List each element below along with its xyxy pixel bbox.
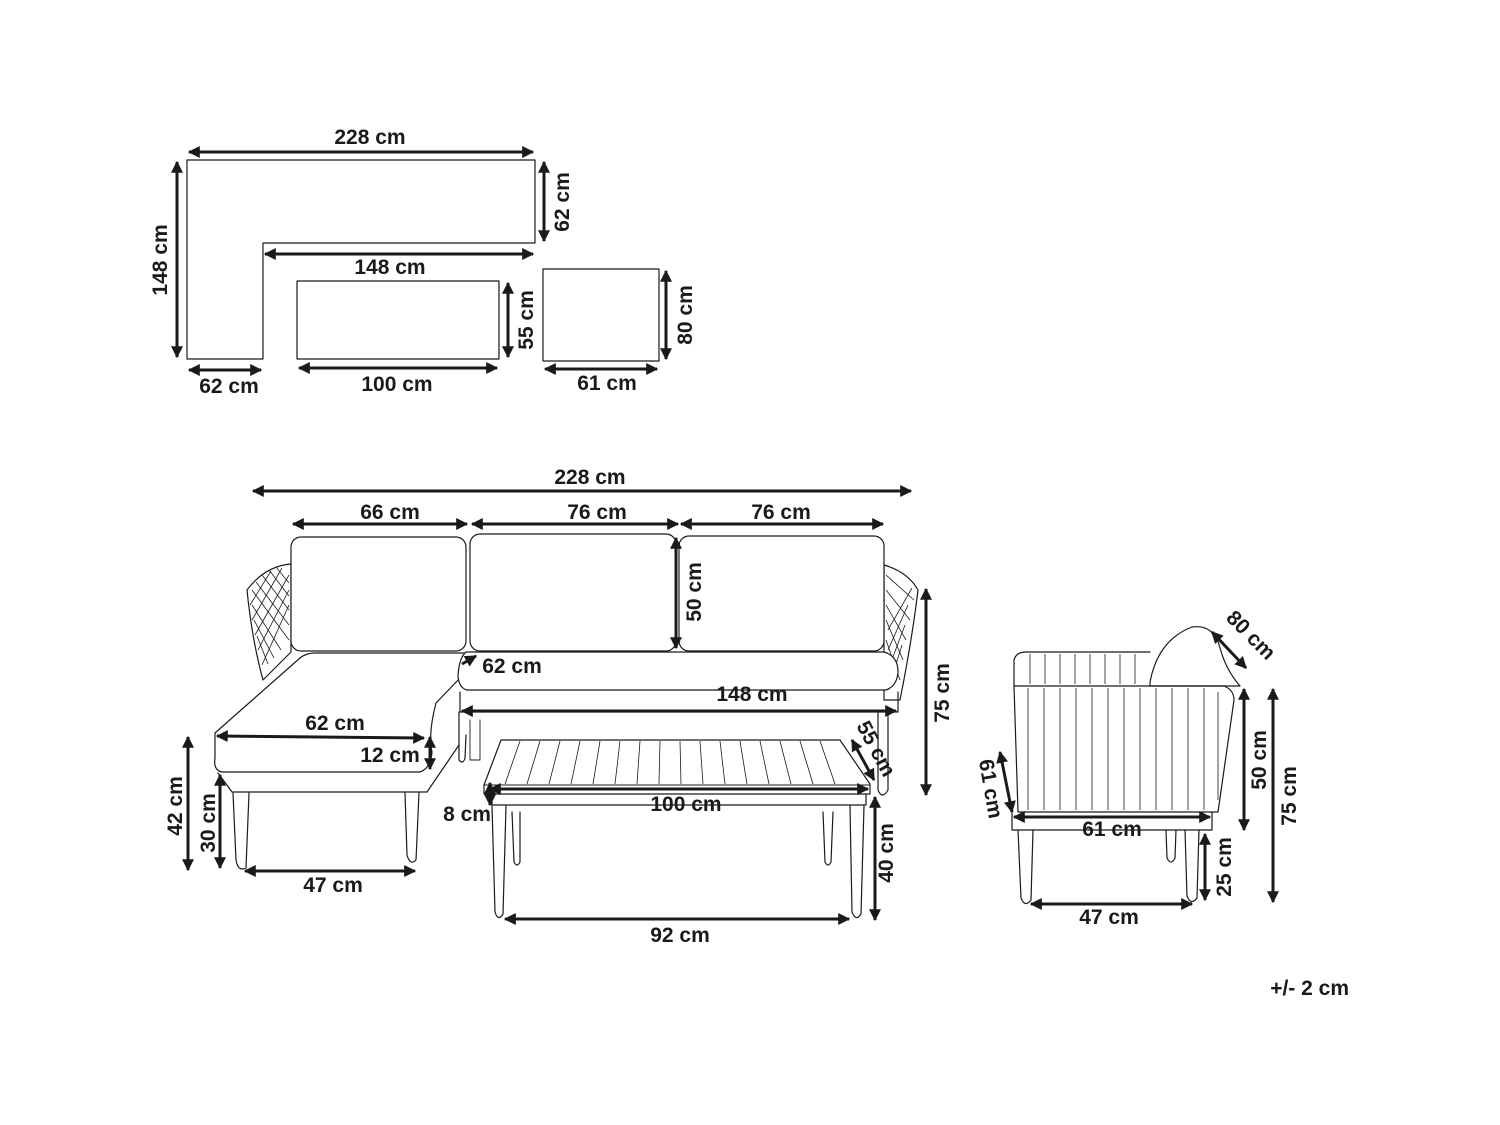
sofa-chaise-frame <box>217 711 460 793</box>
dim-line-table-depth <box>850 738 876 782</box>
sofa-leg-3 <box>458 734 467 763</box>
label-chaise-depth: 62 cm <box>305 712 365 735</box>
sofa-leg-1 <box>232 792 250 870</box>
sofa-seat-frame <box>459 691 899 713</box>
chair-weave-front <box>1027 688 1219 810</box>
chair-back-frame <box>1013 651 1151 687</box>
dim-line-chair-side-depth <box>996 750 1016 814</box>
label-chair-leg-spacing: 47 cm <box>1079 906 1139 929</box>
table-inner-frame <box>469 719 481 761</box>
sofa-view: 228 cm 66 cm 76 cm 76 cm 50 cm 62 cm 148… <box>164 466 954 897</box>
table-slats <box>504 740 836 785</box>
label-middle-cushion: 76 cm <box>567 501 627 524</box>
label-chair-seat-width: 61 cm <box>1082 818 1142 841</box>
sofa-leg-2 <box>404 792 420 863</box>
chair-leg-1 <box>1017 829 1034 905</box>
label-frame-height: 30 cm <box>197 793 220 853</box>
sofa-leg-4 <box>877 711 889 796</box>
sofa-back-cushion-1 <box>290 536 467 652</box>
label-chair-overall-height: 75 cm <box>1278 766 1301 826</box>
label-seat-depth: 62 cm <box>482 655 542 678</box>
label-table-top-thickness: 8 cm <box>443 803 491 826</box>
label-sofa-width: 228 cm <box>334 126 405 149</box>
tolerance-note: +/- 2 cm <box>1270 977 1349 1000</box>
label-corner-cushion: 66 cm <box>360 501 420 524</box>
table-top <box>483 739 871 795</box>
table-outline-top <box>296 280 500 360</box>
label-sofa-length: 148 cm <box>149 224 172 295</box>
label-table-leg-spacing: 92 cm <box>650 924 710 947</box>
label-chaise-width: 62 cm <box>199 375 259 398</box>
table-leg-1 <box>491 805 507 919</box>
table-leg-3 <box>511 811 521 866</box>
sofa-left-arm-weave <box>249 566 290 666</box>
label-sofa-depth: 62 cm <box>551 172 574 232</box>
table-view: 55 cm 100 cm 8 cm 40 cm 92 cm <box>443 717 900 947</box>
chair-front-frame <box>1013 685 1235 813</box>
label-chair-depth: 80 cm <box>674 285 697 345</box>
sofa-outline-top <box>186 159 536 360</box>
top-view: 228 cm 62 cm 148 cm 148 cm 62 cm 100 cm … <box>149 126 697 398</box>
label-seat-height: 42 cm <box>164 776 187 836</box>
label-chair-seat-height: 25 cm <box>1213 837 1236 897</box>
table-leg-4 <box>822 811 834 866</box>
chair-leg-3 <box>1165 829 1177 863</box>
sofa-left-arm <box>246 563 292 681</box>
chair-seat-rail <box>1011 811 1213 831</box>
chair-cushion <box>1149 626 1241 687</box>
label-cushion-thickness: 12 cm <box>360 744 420 767</box>
label-table-depth: 55 cm <box>515 290 538 350</box>
dim-line-chair-depth-diagonal <box>1210 630 1248 670</box>
chair-weave-back <box>1029 654 1136 684</box>
chair-outline-top <box>542 268 660 362</box>
label-back-cushion-height: 50 cm <box>683 562 706 622</box>
label-sofa-overall-width: 228 cm <box>554 466 625 489</box>
label-chair-back-height: 50 cm <box>1248 730 1271 790</box>
table-leg-2 <box>849 805 865 919</box>
label-sofa-leg-spacing: 47 cm <box>303 874 363 897</box>
label-table-width: 100 cm <box>361 373 432 396</box>
sofa-seat-cushion <box>457 651 899 691</box>
label-chair-width: 61 cm <box>577 372 637 395</box>
label-end-cushion: 76 cm <box>751 501 811 524</box>
chair-view: 80 cm 50 cm 75 cm 61 cm 61 cm 25 cm 47 c… <box>974 606 1301 929</box>
label-table-width-view: 100 cm <box>650 793 721 816</box>
label-chair-depth-diagonal: 80 cm <box>1221 606 1279 664</box>
label-table-height: 40 cm <box>875 823 898 883</box>
sofa-back-cushion-3 <box>678 535 885 652</box>
label-table-depth-view: 55 cm <box>852 717 900 780</box>
sofa-right-arm <box>883 564 919 701</box>
dim-line-chaise-depth <box>215 730 426 744</box>
label-overall-height: 75 cm <box>931 663 954 723</box>
label-sofa-inner-length: 148 cm <box>354 256 425 279</box>
dim-line-seat-depth <box>461 654 478 667</box>
label-seat-length: 148 cm <box>716 683 787 706</box>
chair-leg-2 <box>1184 829 1200 903</box>
sofa-back-cushion-2 <box>469 533 677 652</box>
